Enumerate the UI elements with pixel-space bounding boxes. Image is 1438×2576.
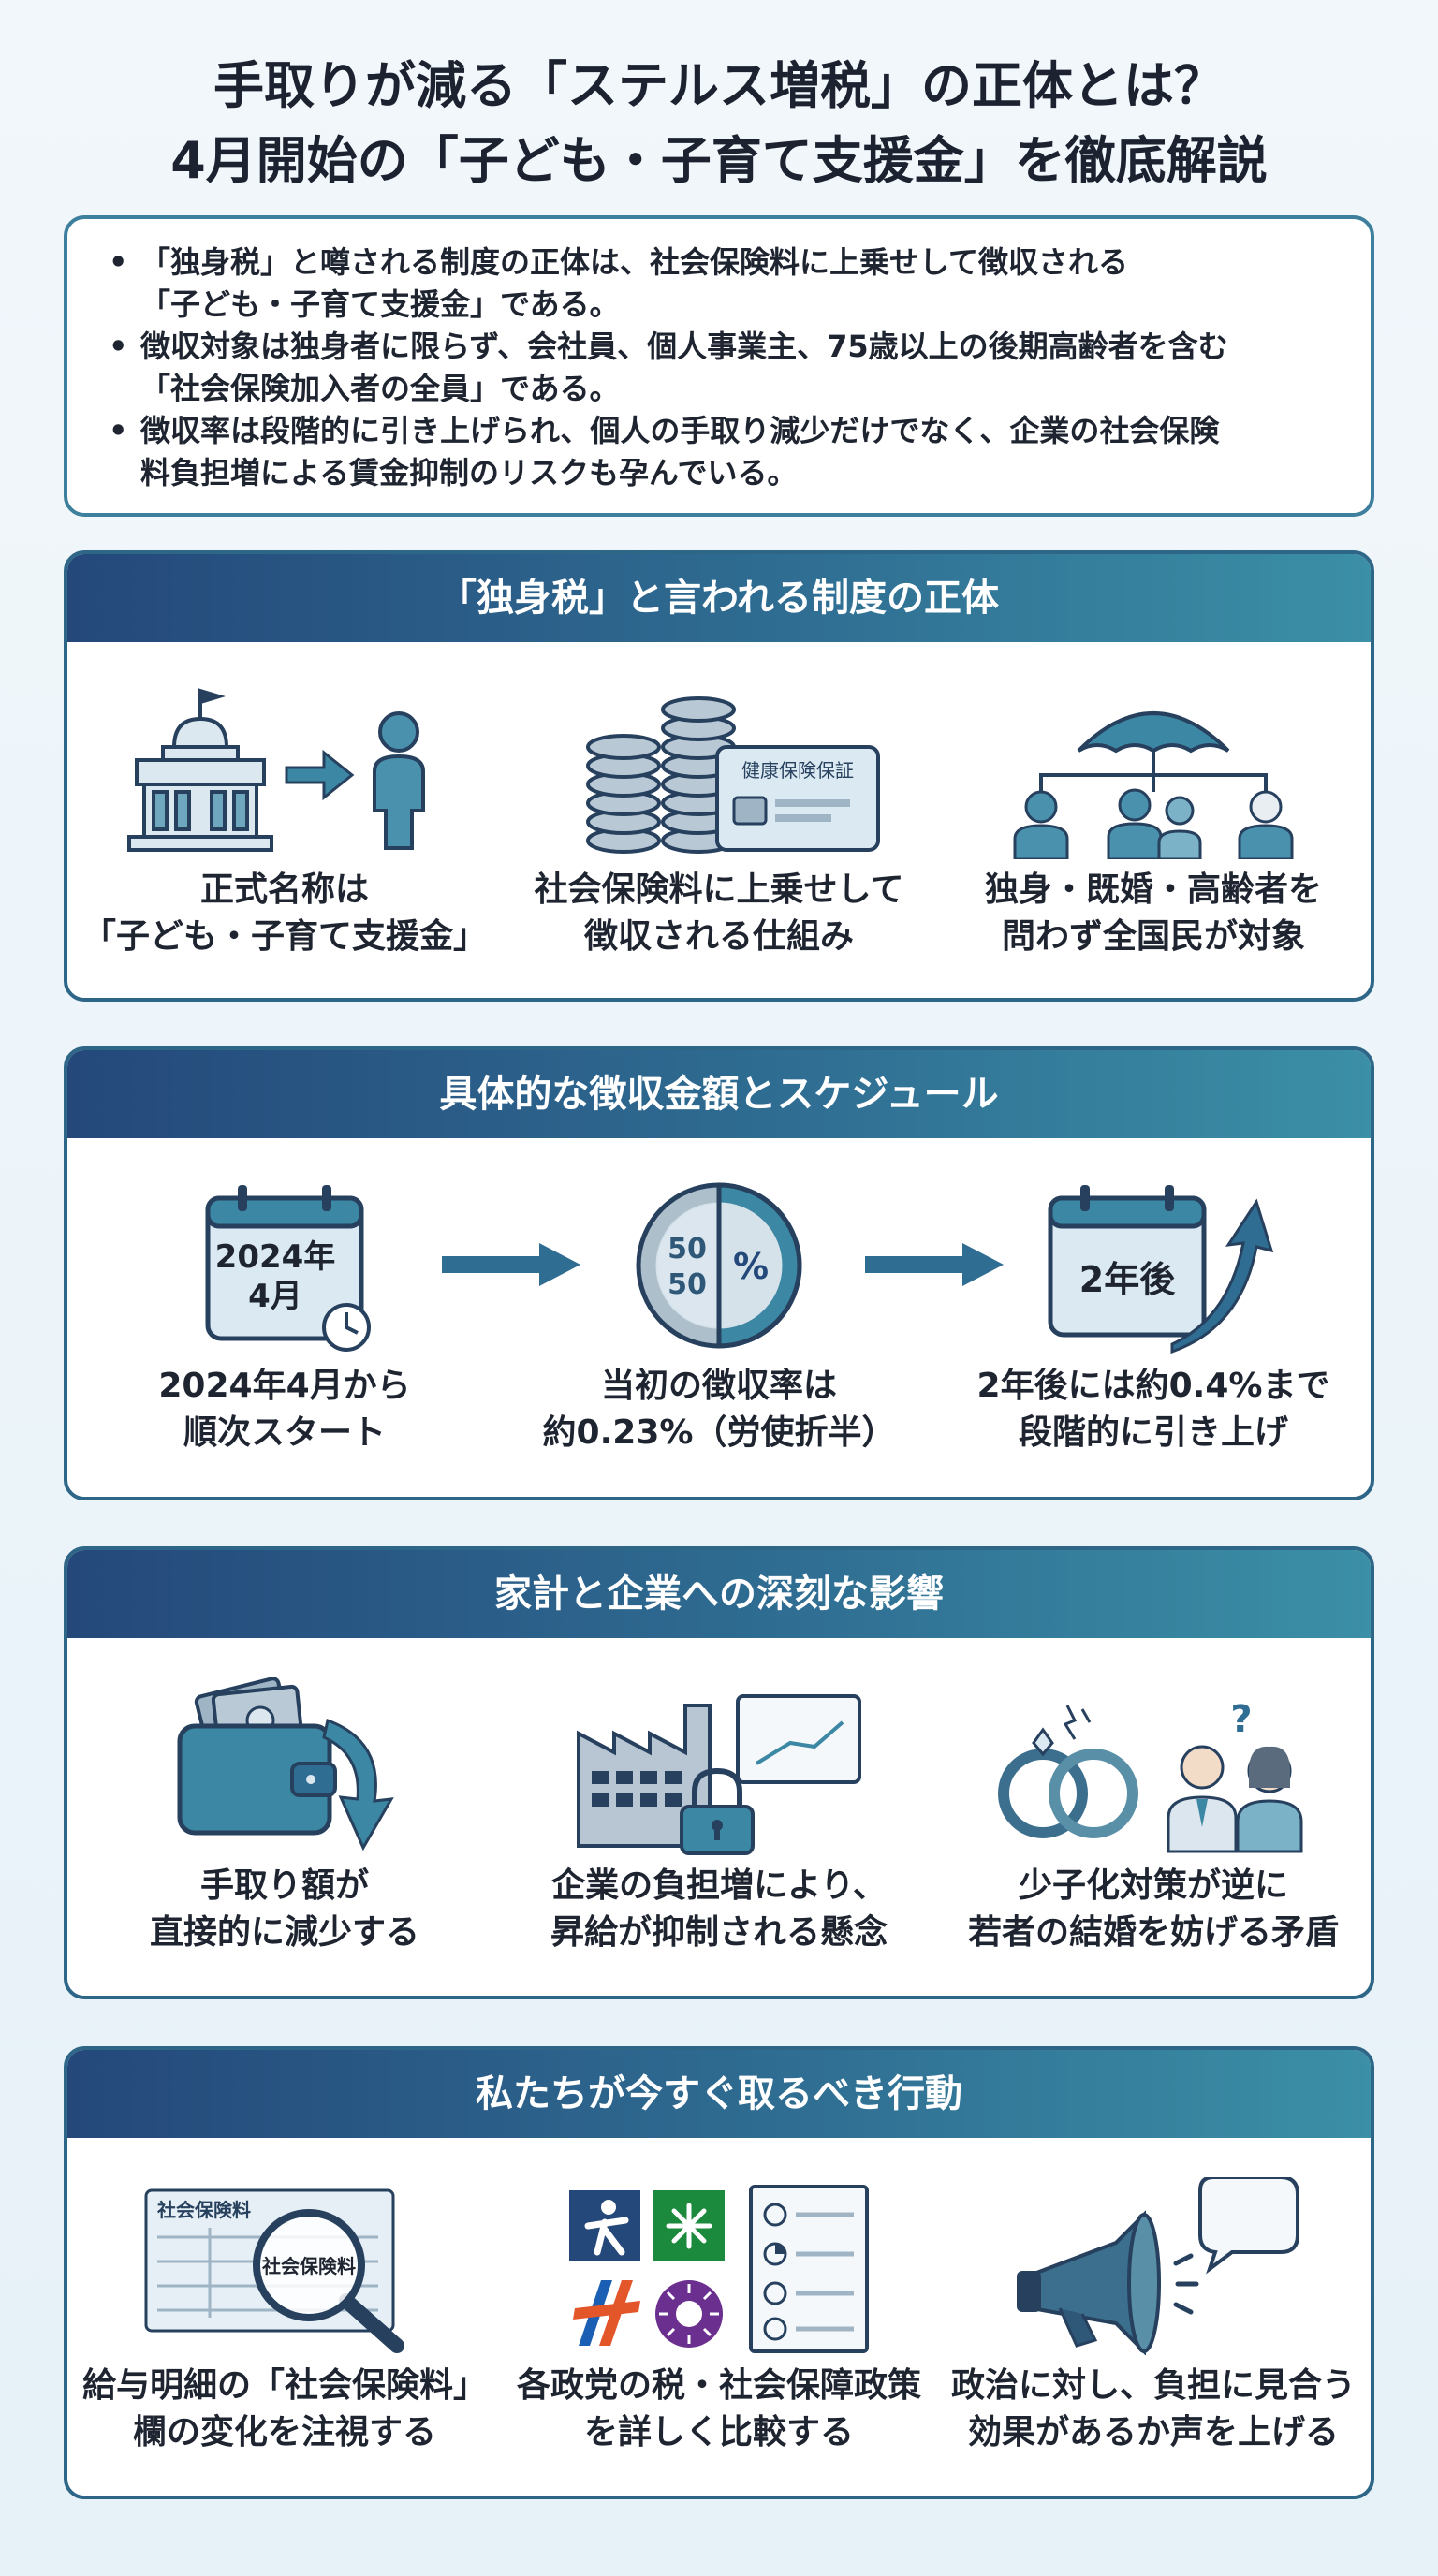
summary-text: 「独身税」と噂される制度の正体は、社会保険料に上乗せして徴収される: [140, 244, 1129, 280]
item-two-years-later: 2年後 2年後には約0.4%まで 段階的に引き上げ: [936, 1138, 1371, 1497]
payslip-label: 社会保険料: [156, 2199, 251, 2221]
section-amount-schedule: 具体的な徴収金額とスケジュール 2024年 4月 2024年4月から 順次スター…: [64, 1046, 1374, 1500]
card-label: 健康保険保証: [741, 759, 854, 782]
right-arrow-icon: [442, 1243, 580, 1286]
item-caption: 徴収される仕組み: [583, 917, 854, 956]
megaphone-speech-bubble-icon: [1017, 2177, 1299, 2355]
summary-text: 徴収率は段階的に引き上げられ、個人の手取り減少だけでなく、企業の社会保険: [140, 413, 1220, 448]
summary-text: 徴収対象は独身者に限らず、会社員、個人事業主、75歳以上の後期高齢者を含む: [140, 329, 1228, 364]
item-caption: 若者の結婚を妨げる矛盾: [967, 1913, 1339, 1952]
umbrella-over-people-icon: [1013, 711, 1294, 859]
item-caption: 独身・既婚・高齢者を: [984, 871, 1322, 909]
item-caption: 給与明細の「社会保険料」: [81, 2366, 487, 2405]
section-heading: 家計と企業への深刻な影響: [67, 1550, 1371, 1638]
title-line-2: 4月開始の「子ども・子育て支援金」を徹底解説: [170, 131, 1268, 190]
item-caption: 社会保険料に上乗せして: [534, 871, 904, 909]
summary-text: 「社会保険加入者の全員」である。: [140, 371, 620, 406]
summary-text: 料負担増による賃金抑制のリスクも孕んでいる。: [140, 455, 798, 490]
section-actions: 私たちが今すぐ取るべき行動 社会保険料 社会保険料 給与明細の「社会保険料」 欄…: [64, 2046, 1374, 2499]
section-heading: 「独身税」と言われる制度の正体: [67, 554, 1371, 642]
summary-text: 「子ども・子育て支援金」である。: [140, 286, 620, 322]
item-caption: 少子化対策が逆に: [1018, 1866, 1288, 1905]
section-system-identity: 「独身税」と言われる制度の正体: [64, 550, 1374, 1002]
right-arrow-icon: [865, 1243, 1004, 1286]
party-logos-checklist-icon: [569, 2185, 869, 2353]
split-left-bottom: 50: [668, 1268, 707, 1301]
item-official-name: 正式名称は 「子ども・子育て支援金」: [67, 642, 502, 998]
item-takehome-decrease: 手取り額が 直接的に減少する: [67, 1638, 502, 1996]
magnified-label: 社会保険料: [261, 2255, 356, 2277]
item-caption: 約0.23%（労使折半）: [542, 1413, 896, 1452]
item-caption: 手取り額が: [199, 1866, 369, 1905]
summary-bullet: 「独身税」と噂される制度の正体は、社会保険料に上乗せして徴収される 「子ども・子…: [105, 242, 1333, 326]
item-caption: 正式名称は: [199, 871, 369, 909]
item-caption: 当初の徴収率は: [600, 1367, 837, 1405]
factory-lock-chart-icon: [577, 1694, 861, 1855]
title-line-1: 手取りが減る「ステルス増税」の正体とは？: [213, 56, 1225, 115]
item-caption: 「子ども・子育て支援金」: [81, 917, 487, 956]
calendar-label: 2年後: [1079, 1259, 1176, 1300]
item-raise-voice: 政治に対し、負担に見合う 効果があるか声を上げる: [936, 2138, 1371, 2496]
item-check-payslip: 社会保険料 社会保険料 給与明細の「社会保険料」 欄の変化を注視する: [67, 2138, 502, 2496]
calendar-year: 2024年: [215, 1238, 336, 1276]
broken-rings-couple-icon: ?: [998, 1698, 1303, 1853]
section-heading: 具体的な徴収金額とスケジュール: [67, 1050, 1371, 1138]
coins-and-insurance-card-icon: 健康保険保証: [586, 696, 880, 854]
split-right-percent: %: [733, 1246, 769, 1287]
item-wage-suppression: 企業の負担増により、 昇給が抑制される懸念: [502, 1638, 936, 1996]
government-building-to-person-icon: [127, 688, 425, 852]
summary-bullet: 徴収対象は独身者に限らず、会社員、個人事業主、75歳以上の後期高齢者を含む 「社…: [105, 326, 1333, 410]
item-caption: 各政党の税・社会保障政策: [516, 2366, 921, 2405]
item-marriage-contradiction: ? 少子化対策が逆に 若者の結婚を妨げる矛盾: [936, 1638, 1371, 1996]
item-surcharge-mechanism: 健康保険保証 社会保険料に上乗せして 徴収される仕組み: [502, 642, 936, 998]
item-caption: 2024年4月から: [158, 1367, 411, 1405]
item-caption: 順次スタート: [183, 1413, 386, 1452]
item-start-date: 2024年 4月 2024年4月から 順次スタート: [67, 1138, 502, 1497]
page-title: 手取りが減る「ステルス増税」の正体とは？ 4月開始の「子ども・子育て支援金」を徹…: [0, 49, 1438, 198]
split-percent-coin-icon: 50 50 %: [636, 1182, 802, 1349]
item-caption: 企業の負担増により、: [551, 1866, 887, 1905]
summary-bullet: 徴収率は段階的に引き上げられ、個人の手取り減少だけでなく、企業の社会保険 料負担…: [105, 410, 1333, 494]
section-impact: 家計と企業への深刻な影響 手取り額が 直接的に減少する: [64, 1546, 1374, 1999]
payslip-magnifier-icon: 社会保険料 社会保険料: [144, 2188, 404, 2353]
item-caption: 効果があるか声を上げる: [967, 2413, 1339, 2452]
item-caption: 欄の変化を注視する: [132, 2413, 436, 2452]
calendar-rising-arrow-icon: 2年後: [1048, 1185, 1274, 1354]
question-mark: ?: [1230, 1698, 1252, 1741]
split-left-top: 50: [668, 1233, 707, 1266]
item-compare-parties: 各政党の税・社会保障政策 を詳しく比較する: [502, 2138, 936, 2496]
item-initial-rate: 50 50 % 当初の徴収率は 約0.23%（労使折半）: [502, 1138, 936, 1497]
item-caption: 昇給が抑制される懸念: [550, 1913, 888, 1952]
calendar-month: 4月: [248, 1278, 302, 1315]
item-caption: 政治に対し、負担に見合う: [950, 2366, 1356, 2405]
item-caption: 直接的に減少する: [149, 1913, 419, 1952]
item-caption: 段階的に引き上げ: [1018, 1413, 1288, 1452]
item-caption: を詳しく比較する: [583, 2413, 854, 2452]
summary-box: 「独身税」と噂される制度の正体は、社会保険料に上乗せして徴収される 「子ども・子…: [64, 215, 1374, 517]
wallet-down-arrow-icon: [177, 1677, 394, 1852]
item-everyone-covered: 独身・既婚・高齢者を 問わず全国民が対象: [936, 642, 1371, 998]
calendar-clock-icon: 2024年 4月: [205, 1185, 371, 1352]
section-heading: 私たちが今すぐ取るべき行動: [67, 2050, 1371, 2138]
item-caption: 問わず全国民が対象: [1001, 917, 1305, 956]
item-caption: 2年後には約0.4%まで: [976, 1367, 1330, 1405]
